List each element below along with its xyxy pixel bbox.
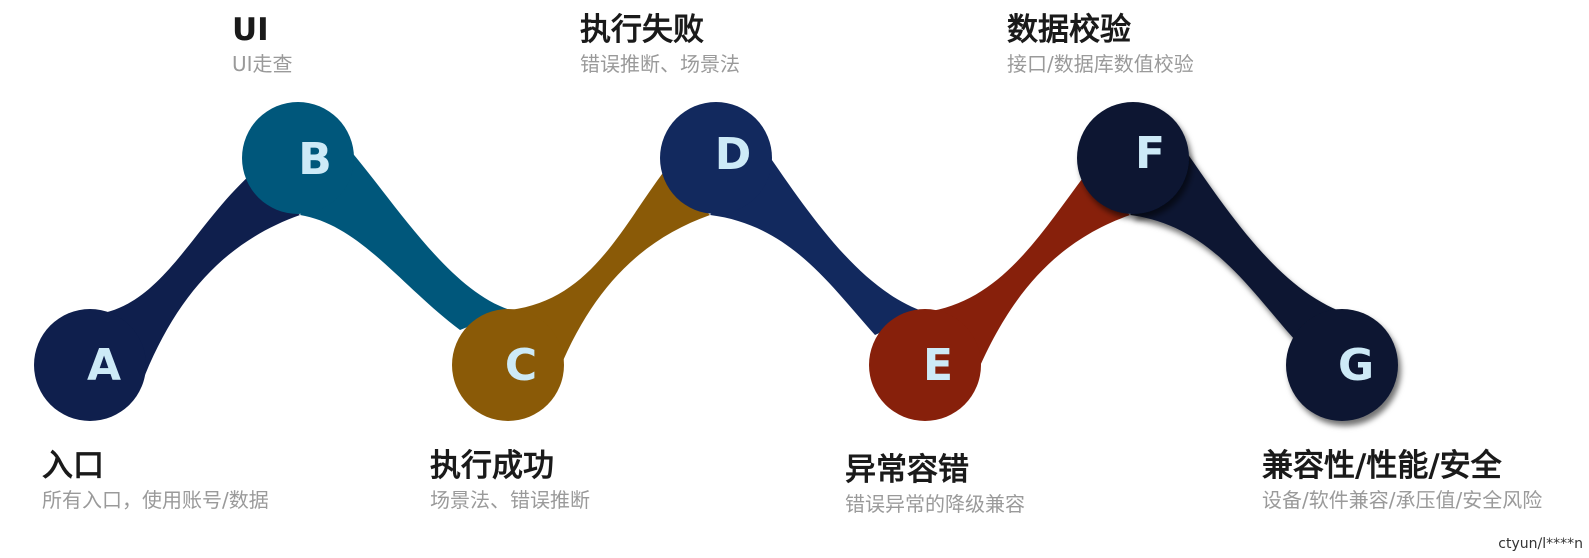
label-d: 执行失败 错误推断、场景法 [580,12,740,78]
node-b: B [242,102,354,214]
label-c: 执行成功 场景法、错误推断 [430,448,590,514]
label-a: 入口 所有入口，使用账号/数据 [42,448,269,514]
label-f-title: 数据校验 [1007,12,1131,48]
label-g-desc: 设备/软件兼容/承压值/安全风险 [1262,488,1543,512]
node-c-letter: C [505,340,537,391]
connector-a-b [90,175,300,375]
connector-e-f [925,175,1130,385]
connector-c-d [510,170,710,380]
connector-b-c [300,150,510,330]
label-a-title: 入口 [42,448,104,484]
label-d-desc: 错误推断、场景法 [580,52,740,76]
label-a-desc: 所有入口，使用账号/数据 [42,488,269,512]
label-c-title: 执行成功 [430,448,554,484]
node-d-letter: D [715,129,752,180]
node-c: C [452,309,564,421]
node-b-letter: B [298,134,332,185]
node-f-letter: F [1135,128,1165,179]
label-e-desc: 错误异常的降级兼容 [845,492,1025,516]
label-f: 数据校验 接口/数据库数值校验 [1007,12,1194,78]
connector-d-e [710,150,925,335]
label-e: 异常容错 错误异常的降级兼容 [845,452,1025,518]
node-g-letter: G [1338,340,1374,391]
node-e-letter: E [923,340,953,391]
node-a-letter: A [87,340,121,391]
connector-f-g [1130,150,1345,340]
node-f: F [1077,102,1189,214]
node-e: E [869,309,981,421]
label-b-title: UI [232,12,269,48]
label-b: UI UI走查 [232,12,293,78]
label-c-desc: 场景法、错误推断 [430,488,590,512]
label-e-title: 异常容错 [845,452,969,488]
label-g: 兼容性/性能/安全 设备/软件兼容/承压值/安全风险 [1262,448,1562,514]
node-d: D [660,102,772,214]
label-f-desc: 接口/数据库数值校验 [1007,52,1194,76]
node-g: G [1286,309,1398,421]
label-b-desc: UI走查 [232,52,293,76]
label-d-title: 执行失败 [580,12,704,48]
watermark: ctyun/l****n [1498,536,1583,552]
node-a: A [34,309,146,421]
label-g-title: 兼容性/性能/安全 [1262,448,1502,484]
